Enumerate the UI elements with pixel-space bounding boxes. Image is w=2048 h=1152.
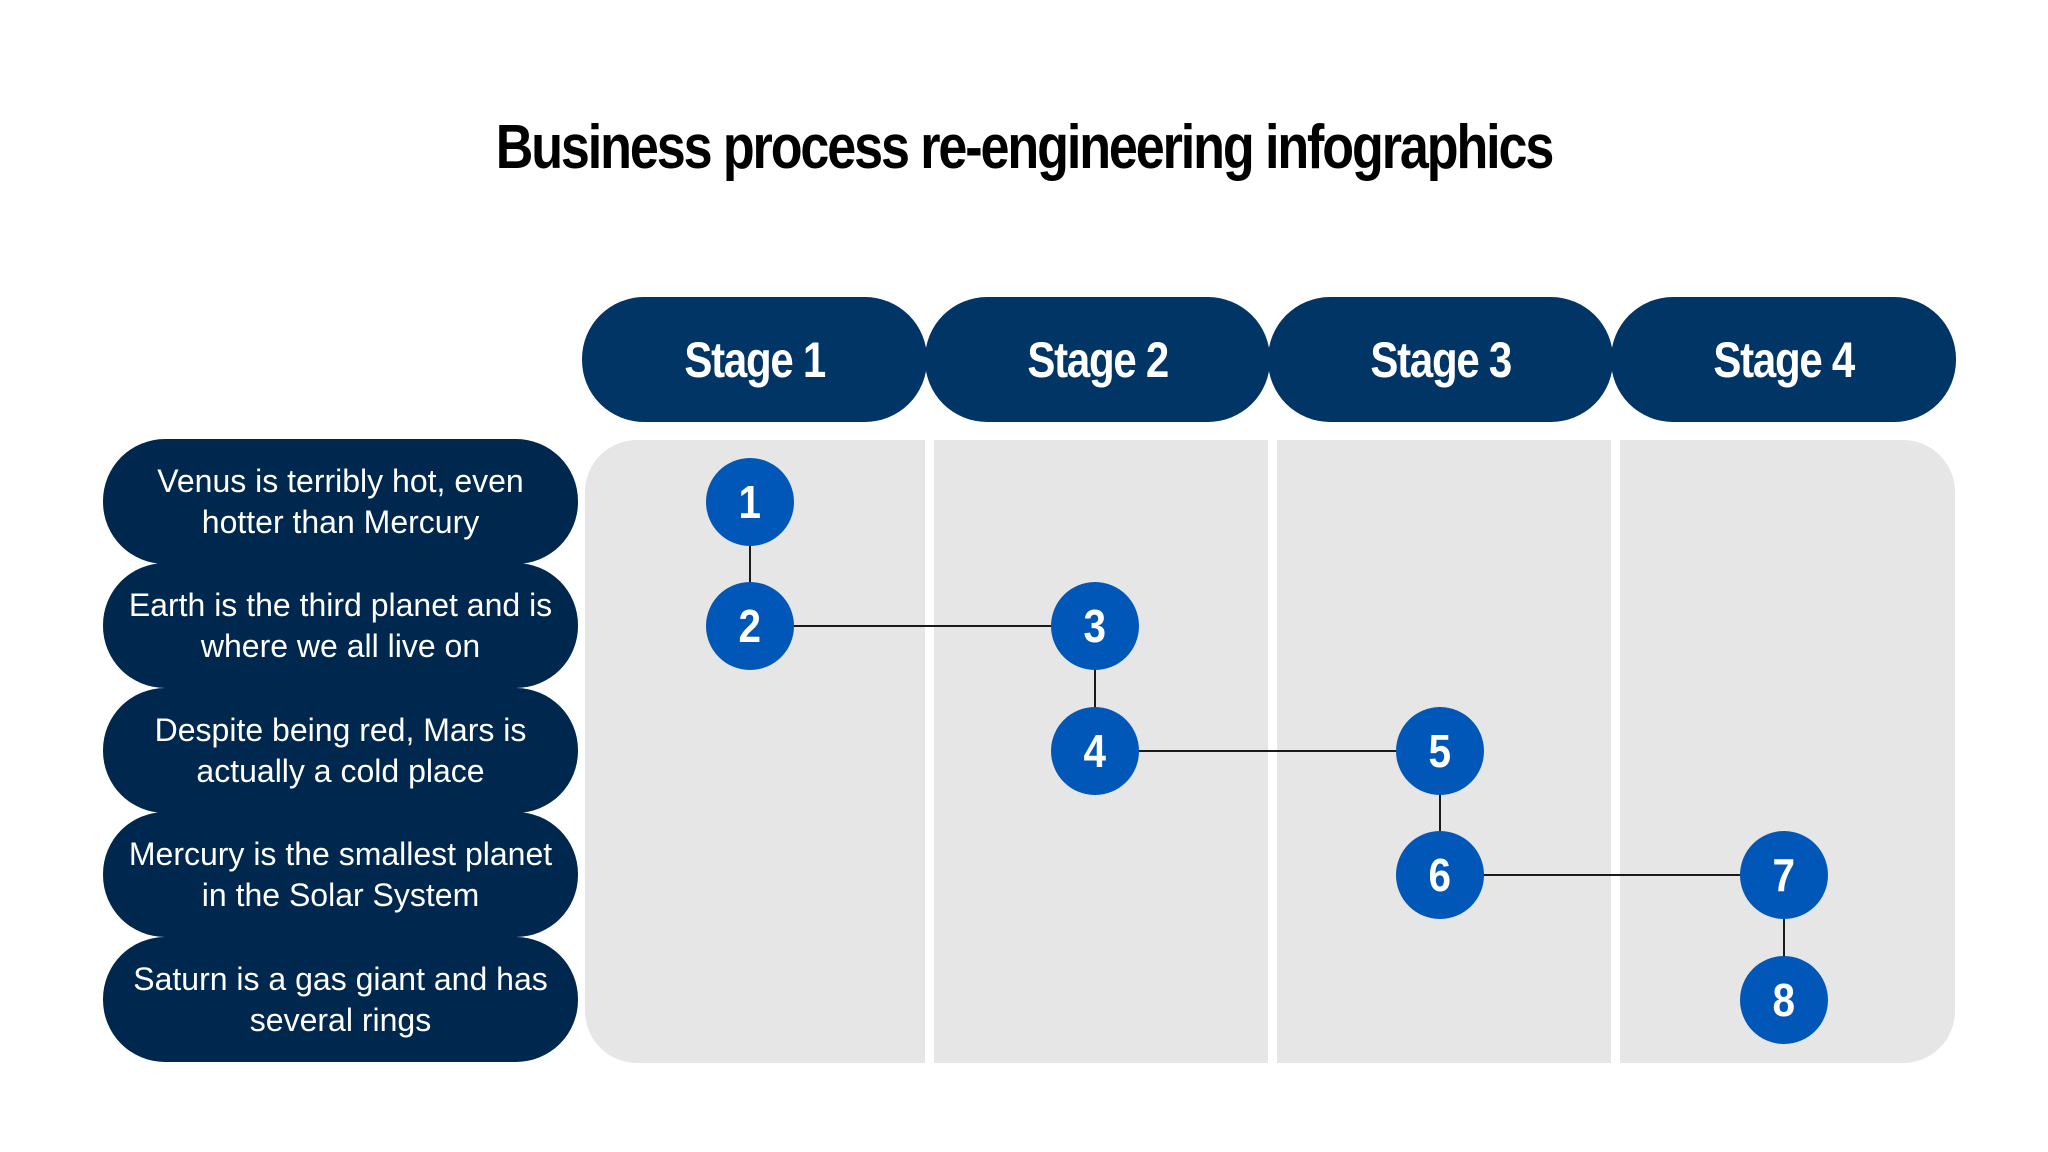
stage-header-2: Stage 2 xyxy=(925,297,1270,422)
stage-header-1: Stage 1 xyxy=(582,297,927,422)
step-number: 8 xyxy=(1772,974,1796,1026)
stage-header-3: Stage 3 xyxy=(1268,297,1613,422)
step-number: 5 xyxy=(1428,725,1452,777)
step-number: 6 xyxy=(1428,849,1452,901)
page-title: Business process re-engineering infograp… xyxy=(495,113,1555,182)
column-divider xyxy=(1268,440,1277,1063)
step-node: 6 xyxy=(1396,831,1484,919)
row-label-4: Mercury is the smallest planet in the So… xyxy=(103,812,578,937)
stage-header-label: Stage 3 xyxy=(1370,331,1512,388)
row-label-text: Saturn is a gas giant and has several ri… xyxy=(133,960,548,1038)
column-divider xyxy=(925,440,934,1063)
stage-header-label: Stage 2 xyxy=(1027,331,1169,388)
step-node: 8 xyxy=(1740,956,1828,1044)
stage-header-label: Stage 4 xyxy=(1713,331,1855,388)
row-label-text: Despite being red, Mars is actually a co… xyxy=(154,711,527,789)
step-number: 7 xyxy=(1772,849,1796,901)
step-node: 5 xyxy=(1396,707,1484,795)
stage-header-label: Stage 1 xyxy=(684,331,826,388)
row-label-5: Saturn is a gas giant and has several ri… xyxy=(103,937,578,1062)
column-divider xyxy=(1611,440,1620,1063)
step-number: 4 xyxy=(1083,725,1107,777)
row-label-text: Venus is terribly hot, even hotter than … xyxy=(157,462,524,540)
step-node: 1 xyxy=(706,458,794,546)
step-number: 3 xyxy=(1083,600,1107,652)
row-label-1: Venus is terribly hot, even hotter than … xyxy=(103,439,578,564)
row-label-3: Despite being red, Mars is actually a co… xyxy=(103,688,578,813)
row-label-2: Earth is the third planet and is where w… xyxy=(103,563,578,688)
step-node: 2 xyxy=(706,582,794,670)
step-number: 2 xyxy=(738,600,762,652)
row-label-text: Earth is the third planet and is where w… xyxy=(128,586,553,664)
step-node: 4 xyxy=(1051,707,1139,795)
row-label-text: Mercury is the smallest planet in the So… xyxy=(128,835,553,913)
step-number: 1 xyxy=(738,476,762,528)
step-node: 7 xyxy=(1740,831,1828,919)
step-node: 3 xyxy=(1051,582,1139,670)
stage-header-4: Stage 4 xyxy=(1611,297,1956,422)
